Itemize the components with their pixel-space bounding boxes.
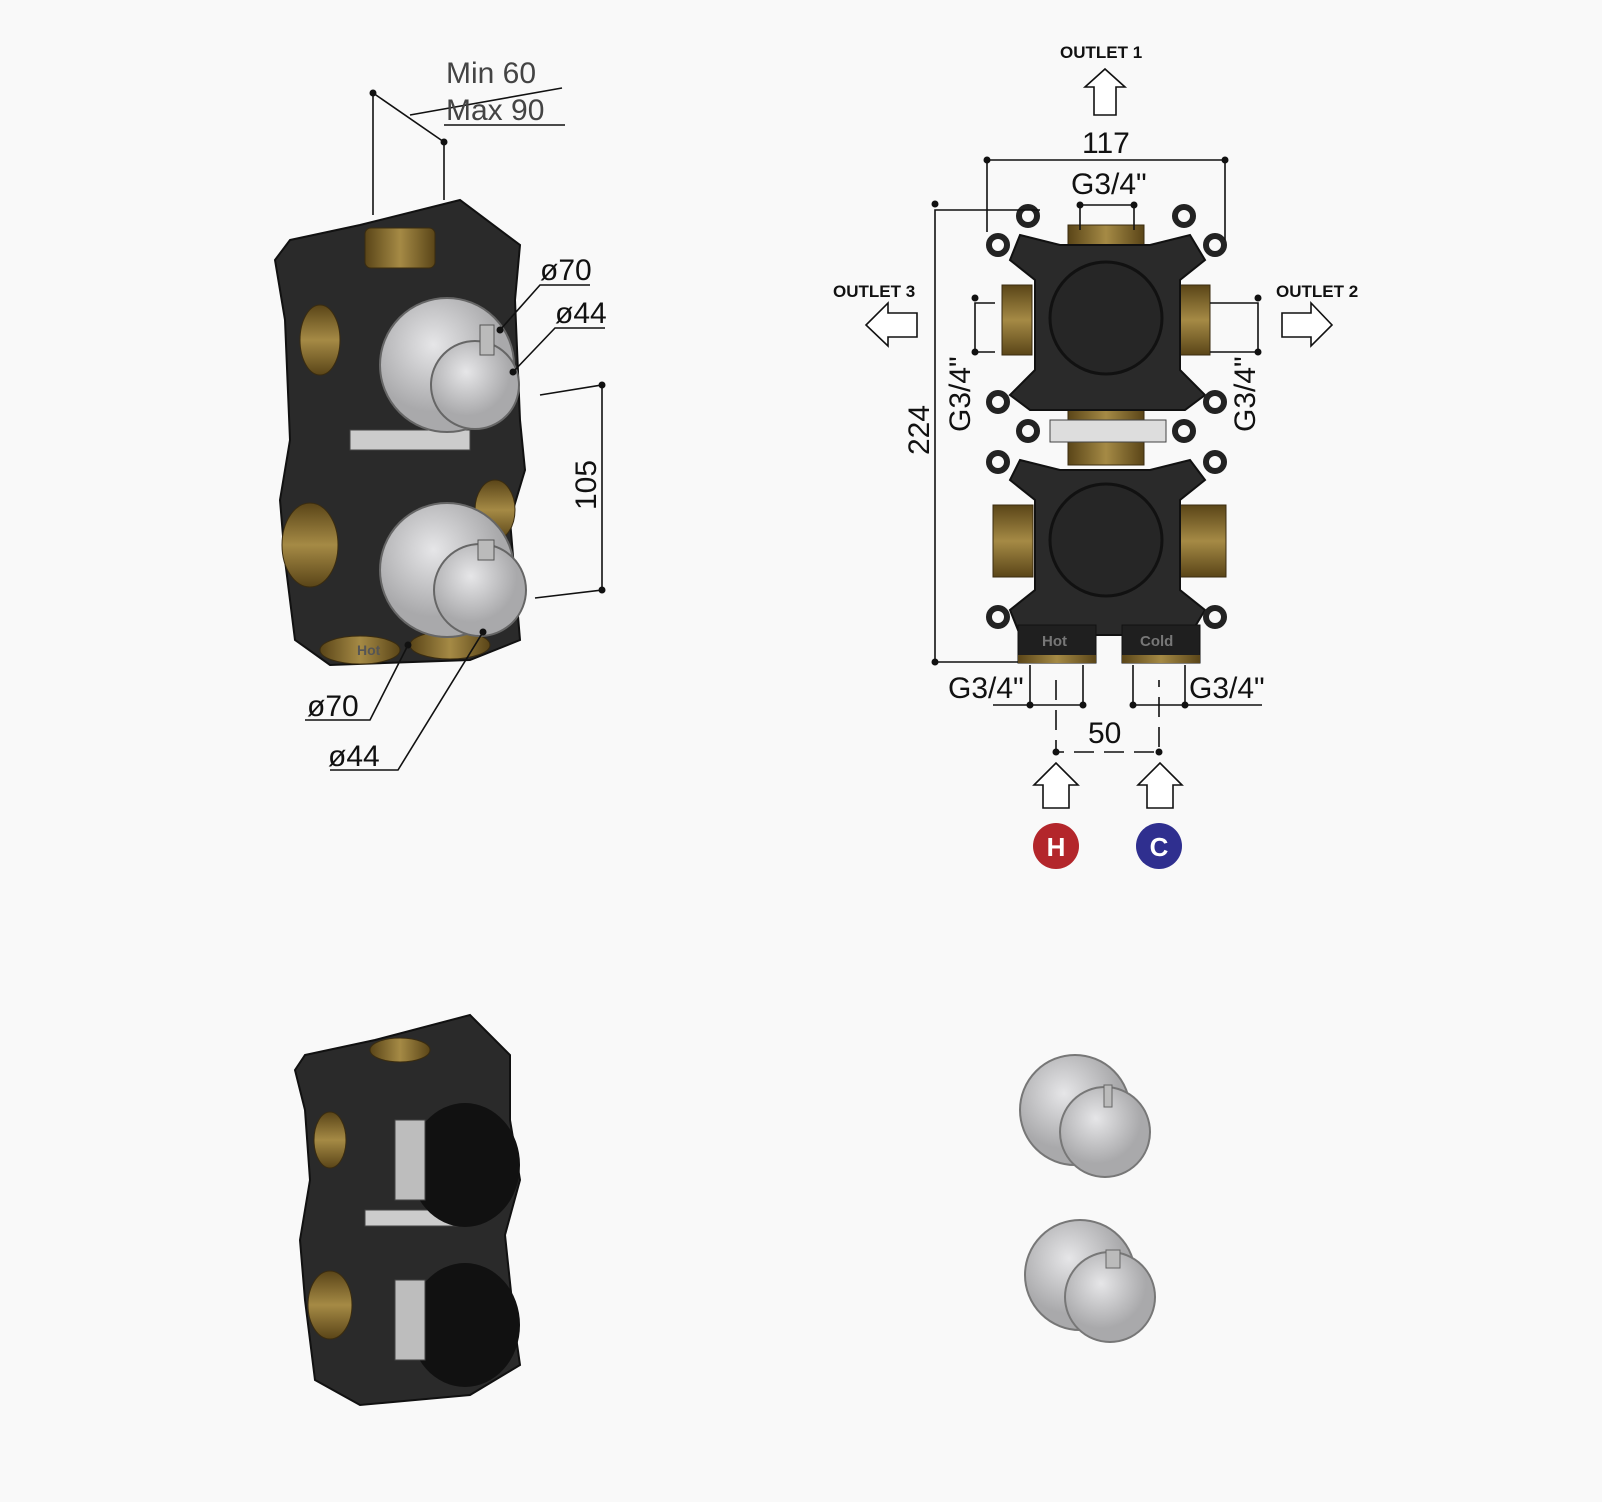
outlet-1-label: OUTLET 1 bbox=[1060, 43, 1142, 62]
knob-bottom-diameter-label: ø44 bbox=[328, 740, 380, 773]
cold-label-front: Cold bbox=[1140, 633, 1173, 650]
depth-max-label: Max 90 bbox=[446, 94, 544, 127]
outlet-2-label: OUTLET 2 bbox=[1276, 282, 1358, 301]
plate-bottom-diameter-label: ø70 bbox=[307, 690, 359, 723]
outlet-1-arrow-icon bbox=[1082, 67, 1128, 116]
cold-badge-icon: C bbox=[1136, 823, 1182, 869]
depth-min-label: Min 60 bbox=[446, 57, 536, 90]
inlet-spacing-label: 50 bbox=[1088, 717, 1121, 750]
trim-plate-bottom-iso bbox=[379, 502, 527, 638]
thread-top-label: G3/4" bbox=[1071, 168, 1147, 201]
outlet-2-arrow-icon bbox=[1281, 301, 1334, 348]
outlet-3-arrow-icon bbox=[864, 301, 918, 348]
thread-left-label: G3/4" bbox=[944, 356, 977, 432]
thread-cold-label: G3/4" bbox=[1189, 672, 1265, 705]
valve-body-front: Hot Cold bbox=[986, 204, 1227, 664]
dimension-lines-iso bbox=[305, 87, 606, 771]
trim-render bbox=[1019, 1054, 1156, 1343]
dimension-lines-front bbox=[931, 156, 1262, 756]
thread-right-label: G3/4" bbox=[1229, 356, 1262, 432]
hot-label-front: Hot bbox=[1042, 633, 1067, 650]
hot-badge-icon: H bbox=[1033, 823, 1079, 869]
outlet-3-label: OUTLET 3 bbox=[833, 282, 915, 301]
plate-top-diameter-label: ø70 bbox=[540, 254, 592, 287]
svg-text:H: H bbox=[1047, 832, 1066, 862]
hot-inlet-arrow-icon bbox=[1032, 761, 1080, 809]
width-label: 117 bbox=[1082, 127, 1130, 160]
height-label: 224 bbox=[903, 405, 936, 455]
center-distance-label: 105 bbox=[570, 460, 603, 510]
front-valve-drawing: Hot Cold OUTLET 1 OUTLET 3 OUTLET 2 bbox=[833, 43, 1358, 869]
cold-inlet-arrow-icon bbox=[1136, 761, 1184, 809]
iso-valve-drawing: Hot Min 60 Max 90 ø70 bbox=[273, 57, 607, 773]
svg-text:C: C bbox=[1150, 832, 1169, 862]
valve-render-rough-in bbox=[293, 1013, 522, 1407]
trim-plate-top-iso bbox=[379, 297, 520, 433]
thread-hot-label: G3/4" bbox=[948, 672, 1024, 705]
hot-label-iso: Hot bbox=[357, 642, 381, 658]
knob-top-diameter-label: ø44 bbox=[555, 297, 607, 330]
